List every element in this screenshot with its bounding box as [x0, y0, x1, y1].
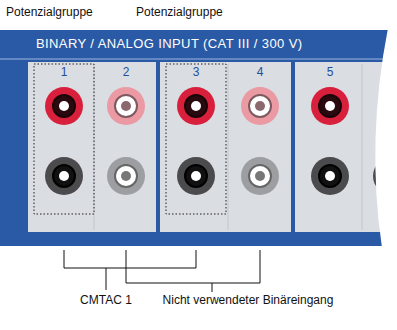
socket-hole [185, 95, 207, 117]
bracket-line [126, 250, 260, 283]
channel-number: 5 [327, 66, 334, 80]
blue-panel [0, 30, 397, 246]
socket-hole [115, 95, 137, 117]
black-socket [177, 157, 215, 195]
socket-pin [255, 171, 265, 181]
socket-hole [319, 165, 341, 187]
bracket-lines [64, 250, 260, 292]
socket-hole [115, 165, 137, 187]
panel-header: BINARY / ANALOG INPUT (CAT III / 300 V) [36, 37, 303, 52]
leader-line [106, 268, 107, 290]
socket-hole [249, 165, 271, 187]
socket-hole [319, 95, 341, 117]
group-separator [156, 62, 160, 232]
callout-label: Nicht verwendeter Binäreingang [163, 294, 334, 308]
socket-pin [325, 101, 335, 111]
black-socket [45, 157, 83, 195]
channel-number: 4 [257, 66, 264, 80]
black-socket [107, 157, 145, 195]
red-socket [45, 87, 83, 125]
socket-hole [185, 165, 207, 187]
panel-cut [375, 28, 397, 248]
red-socket [177, 87, 215, 125]
socket-pin [59, 101, 69, 111]
socket-pin [121, 171, 131, 181]
socket-pin [191, 101, 201, 111]
channel-number: 1 [61, 66, 68, 80]
dotted-group-frame [166, 64, 226, 214]
socket-pin [325, 171, 335, 181]
socket-pin [59, 171, 69, 181]
socket-hole [53, 95, 75, 117]
column-divider [362, 64, 363, 230]
socket-group [45, 87, 397, 195]
socket-pin [255, 101, 265, 111]
grey-field [28, 62, 388, 232]
column-divider [228, 64, 229, 230]
black-socket [241, 157, 279, 195]
socket-pin [191, 171, 201, 181]
socket-hole [53, 165, 75, 187]
channel-number: 3 [193, 66, 200, 80]
socket-pin [121, 101, 131, 111]
leader-line [212, 283, 213, 292]
bracket-line [64, 250, 196, 268]
group-separator [291, 62, 295, 232]
red-socket [241, 87, 279, 125]
group-label: Potenzialgruppe [6, 6, 93, 20]
header-rule [0, 59, 397, 60]
black-socket [311, 157, 349, 195]
callout-label: CMTAC 1 [80, 294, 132, 308]
red-socket [107, 87, 145, 125]
channel-number: 2 [123, 66, 130, 80]
group-label: Potenzialgruppe [136, 6, 223, 20]
socket-hole [249, 95, 271, 117]
dotted-group-frame [34, 64, 94, 214]
red-socket [311, 87, 349, 125]
